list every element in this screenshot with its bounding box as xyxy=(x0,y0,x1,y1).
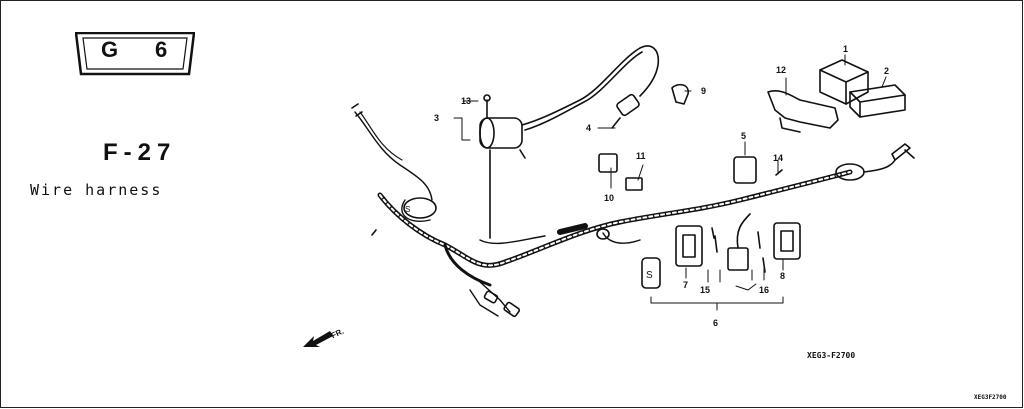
page-code: F-27 xyxy=(103,139,177,166)
callout-9: 9 xyxy=(701,86,707,96)
section-letter: G xyxy=(101,37,120,62)
ignition-coil xyxy=(479,45,660,239)
callout-10: 10 xyxy=(604,193,615,203)
main-harness xyxy=(377,169,853,318)
section-badge-outline xyxy=(74,31,196,76)
callout-13: 13 xyxy=(461,96,472,106)
section-badge: G 6 xyxy=(74,31,196,76)
callout-7: 7 xyxy=(683,280,689,290)
callout-4: 4 xyxy=(586,123,592,133)
corner-code: XEG3F2700 xyxy=(974,394,1007,401)
switch-housings: S xyxy=(641,213,801,289)
callout-15: 15 xyxy=(700,285,711,295)
page-title: Wire harness xyxy=(30,181,163,199)
right-connector xyxy=(835,143,915,181)
callout-1: 1 xyxy=(843,44,849,54)
section-number: 6 xyxy=(155,37,169,62)
front-direction-arrow: FR. xyxy=(300,325,346,356)
callout-14: 14 xyxy=(773,153,784,163)
front-arrow-icon xyxy=(303,331,333,347)
relay-parts xyxy=(598,153,783,191)
callout-2: 2 xyxy=(884,66,890,76)
mount-bracket xyxy=(767,90,839,133)
svg-text:S: S xyxy=(405,205,410,214)
callout-12: 12 xyxy=(776,65,787,75)
callout-3: 3 xyxy=(434,113,440,123)
svg-text:S: S xyxy=(646,270,653,281)
callout-6: 6 xyxy=(713,318,719,328)
left-branch: S xyxy=(351,103,437,236)
callout-16: 16 xyxy=(759,285,770,295)
clip-part xyxy=(671,83,689,105)
callout-5: 5 xyxy=(741,131,747,141)
regulator xyxy=(849,84,906,118)
cdi-unit xyxy=(819,59,869,105)
drawing-code: XEG3-F2700 xyxy=(807,351,856,360)
callout-11: 11 xyxy=(636,151,646,161)
callout-8: 8 xyxy=(780,271,786,281)
leader-lines xyxy=(453,54,887,311)
